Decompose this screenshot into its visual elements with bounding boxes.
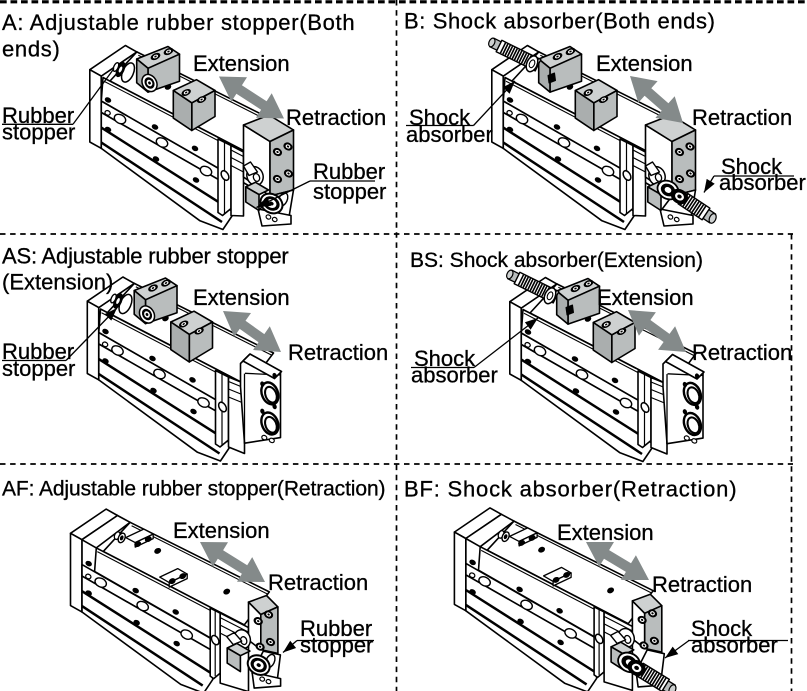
svg-text:A: Adjustable rubber stopper(B: A: Adjustable rubber stopper(Both <box>2 10 355 35</box>
svg-text:Extension: Extension <box>596 51 693 76</box>
svg-text:Extension: Extension <box>173 518 270 543</box>
svg-text:B: Shock absorber(Both ends): B: Shock absorber(Both ends) <box>404 9 716 34</box>
svg-text:Shock: Shock <box>721 154 783 179</box>
svg-text:Rubber: Rubber <box>300 616 372 641</box>
svg-text:AF: Adjustable rubber stopper(: AF: Adjustable rubber stopper(Retraction… <box>2 478 385 501</box>
svg-text:stopper: stopper <box>300 633 373 658</box>
svg-text:Retraction: Retraction <box>652 572 752 597</box>
svg-text:Retraction: Retraction <box>268 570 368 595</box>
svg-text:stopper: stopper <box>2 120 75 145</box>
svg-text:absorber: absorber <box>411 363 498 388</box>
svg-text:BS: Shock absorber(Extension): BS: Shock absorber(Extension) <box>410 249 703 272</box>
svg-text:ends): ends) <box>2 36 61 61</box>
svg-text:stopper: stopper <box>313 179 386 204</box>
svg-text:Extension: Extension <box>193 285 290 310</box>
svg-text:Shock: Shock <box>691 616 753 641</box>
svg-text:absorber: absorber <box>691 633 778 658</box>
svg-text:Retraction: Retraction <box>692 105 792 130</box>
svg-text:absorber: absorber <box>719 170 806 195</box>
svg-text:Rubber: Rubber <box>313 159 385 184</box>
svg-text:Retraction: Retraction <box>288 340 388 365</box>
svg-text:Extension: Extension <box>193 51 290 76</box>
svg-text:Retraction: Retraction <box>692 340 792 365</box>
svg-text:(Extension): (Extension) <box>2 270 113 295</box>
svg-text:Extension: Extension <box>597 285 694 310</box>
svg-text:AS: Adjustable rubber stopper: AS: Adjustable rubber stopper <box>2 244 289 269</box>
svg-text:BF: Shock absorber(Retraction): BF: Shock absorber(Retraction) <box>404 477 737 502</box>
svg-text:stopper: stopper <box>2 356 75 381</box>
svg-text:Extension: Extension <box>557 520 654 545</box>
svg-text:Retraction: Retraction <box>286 105 386 130</box>
